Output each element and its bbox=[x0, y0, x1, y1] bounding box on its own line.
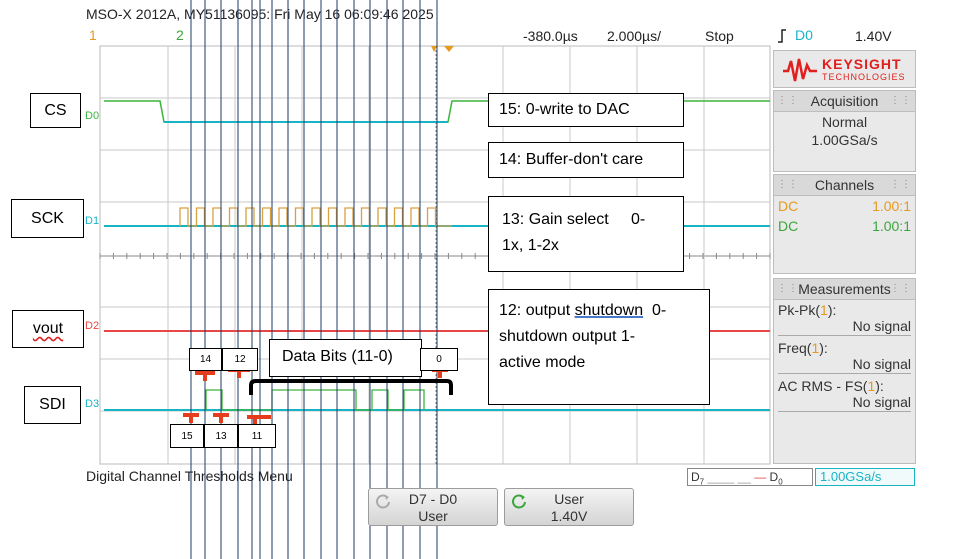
sck-label: SCK bbox=[11, 199, 84, 238]
measurements-panel[interactable]: ⋮⋮Measurements⋮⋮ Pk-Pk(1): No signal Fre… bbox=[773, 278, 916, 464]
meas-src: 1 bbox=[820, 302, 828, 318]
bit12-line1a: 12: output bbox=[499, 302, 575, 319]
acquisition-panel[interactable]: ⋮⋮ Acquisition ⋮⋮ Normal 1.00GSa/s bbox=[773, 90, 916, 172]
ch2-number[interactable]: 2 bbox=[176, 27, 184, 43]
meas-name: AC RMS - FS bbox=[778, 378, 863, 394]
trigger-edge-icon bbox=[776, 28, 788, 44]
ch1-coupling: DC bbox=[778, 198, 799, 214]
measurements-title: Measurements bbox=[798, 281, 891, 297]
bit13-line1: 13: Gain select 0- bbox=[502, 211, 646, 228]
drag-grip-icon[interactable]: ⋮⋮ bbox=[890, 95, 912, 106]
status-d0: D bbox=[769, 470, 779, 484]
ch1-number[interactable]: 1 bbox=[89, 27, 97, 43]
drag-grip-icon[interactable]: ⋮⋮ bbox=[777, 95, 799, 106]
d0-marker: D0 bbox=[85, 110, 100, 122]
bit15-annotation: 15: 0-write to DAC bbox=[488, 93, 684, 127]
channel-range-button[interactable]: D7 - D0 User bbox=[368, 488, 498, 526]
cs-label: CS bbox=[30, 93, 81, 128]
bit-tag-11: 11 bbox=[238, 424, 276, 448]
keysight-wave-icon bbox=[783, 58, 817, 82]
acquisition-mode: Normal bbox=[821, 114, 868, 130]
time-per-div[interactable]: 2.000µs/ bbox=[607, 28, 661, 44]
trigger-level[interactable]: 1.40V bbox=[855, 28, 892, 44]
bit12-line1c: 0- bbox=[643, 302, 667, 319]
meas-src: 1 bbox=[811, 340, 820, 356]
ch2-probe: 1.00:1 bbox=[872, 218, 911, 234]
meas-value: No signal bbox=[778, 394, 911, 412]
menu-title: Digital Channel Thresholds Menu bbox=[86, 468, 293, 484]
bit12-shutdown-word: shutdown bbox=[574, 302, 644, 319]
bit-tag-12: 12 bbox=[222, 348, 258, 371]
bit12-line3: active mode bbox=[499, 354, 586, 371]
bit-tag-14: 14 bbox=[189, 348, 222, 371]
meas-value: No signal bbox=[778, 356, 911, 374]
channel-range-value: User bbox=[418, 508, 448, 524]
run-state[interactable]: Stop bbox=[705, 28, 734, 44]
digital-status[interactable]: D7 ____ __ — D0 bbox=[687, 468, 813, 486]
refresh-icon bbox=[376, 494, 390, 509]
meas-value: No signal bbox=[778, 318, 911, 336]
keysight-logo-panel: KEYSIGHT TECHNOLOGIES bbox=[773, 50, 916, 88]
channel-range-label: D7 - D0 bbox=[408, 491, 458, 507]
threshold-label: User bbox=[554, 491, 584, 507]
data-bits-annotation: Data Bits (11-0) bbox=[269, 339, 422, 377]
bit13-annotation: 13: Gain select 0- 1x, 1-2x bbox=[488, 196, 684, 272]
data-bits-bracket bbox=[249, 379, 453, 395]
status-d7-sub: 7 bbox=[699, 477, 705, 487]
trigger-source[interactable]: D0 bbox=[795, 27, 813, 43]
drag-grip-icon[interactable]: ⋮⋮ bbox=[890, 283, 912, 294]
bit-tag-15: 15 bbox=[170, 424, 204, 448]
measurement-freq[interactable]: Freq(1): No signal bbox=[778, 340, 911, 374]
meas-name: Freq bbox=[778, 340, 807, 356]
d1-marker: D1 bbox=[85, 215, 100, 227]
status-d7: D bbox=[691, 470, 700, 484]
sdi-label: SDI bbox=[24, 386, 81, 424]
d2-marker: D2 bbox=[85, 320, 100, 332]
brand-sub: TECHNOLOGIES bbox=[822, 72, 906, 82]
trigger-time[interactable]: -380.0µs bbox=[523, 28, 578, 44]
status-d0-sub: 0 bbox=[778, 477, 783, 487]
acquisition-rate: 1.00GSa/s bbox=[811, 132, 878, 148]
vout-label: vout bbox=[12, 310, 84, 348]
refresh-icon bbox=[512, 494, 526, 509]
measurement-acrms[interactable]: AC RMS - FS(1): No signal bbox=[778, 378, 911, 412]
ch2-coupling: DC bbox=[778, 218, 799, 234]
channels-title: Channels bbox=[814, 177, 875, 193]
bit-tag-13: 13 bbox=[204, 424, 238, 448]
bit-boundary-lines bbox=[190, 0, 438, 559]
measurement-pkpk[interactable]: Pk-Pk(1): No signal bbox=[778, 302, 911, 336]
channel-1-row[interactable]: DC 1.00:1 bbox=[774, 198, 915, 218]
trigger-offset-marker bbox=[444, 46, 454, 52]
threshold-value: 1.40V bbox=[550, 508, 588, 524]
bit13-line2: 1x, 1-2x bbox=[502, 237, 559, 254]
channels-panel[interactable]: ⋮⋮ Channels ⋮⋮ DC 1.00:1 DC 1.00:1 bbox=[773, 174, 916, 274]
bit-tag-0: 0 bbox=[420, 348, 458, 371]
meas-src: 1 bbox=[867, 378, 876, 394]
digital-sample-rate[interactable]: 1.00GSa/s bbox=[815, 468, 915, 486]
drag-grip-icon[interactable]: ⋮⋮ bbox=[777, 283, 799, 294]
drag-grip-icon[interactable]: ⋮⋮ bbox=[890, 179, 912, 190]
d3-marker: D3 bbox=[85, 398, 100, 410]
threshold-button[interactable]: User 1.40V bbox=[504, 488, 634, 526]
acquisition-title: Acquisition bbox=[810, 93, 879, 109]
sdi-data-trace bbox=[205, 389, 425, 411]
meas-name: Pk-Pk bbox=[778, 302, 816, 318]
ch1-probe: 1.00:1 bbox=[872, 198, 911, 214]
bit14-annotation: 14: Buffer-don't care bbox=[488, 142, 684, 178]
drag-grip-icon[interactable]: ⋮⋮ bbox=[777, 179, 799, 190]
status-dashes: ____ __ bbox=[707, 470, 751, 484]
bit12-line2: shutdown output 1- bbox=[499, 328, 636, 345]
bit12-annotation: 12: output shutdown 0- shutdown output 1… bbox=[488, 289, 710, 405]
channel-2-row[interactable]: DC 1.00:1 bbox=[774, 218, 915, 238]
trigger-position-marker bbox=[431, 46, 437, 52]
brand-name: KEYSIGHT bbox=[822, 56, 902, 72]
